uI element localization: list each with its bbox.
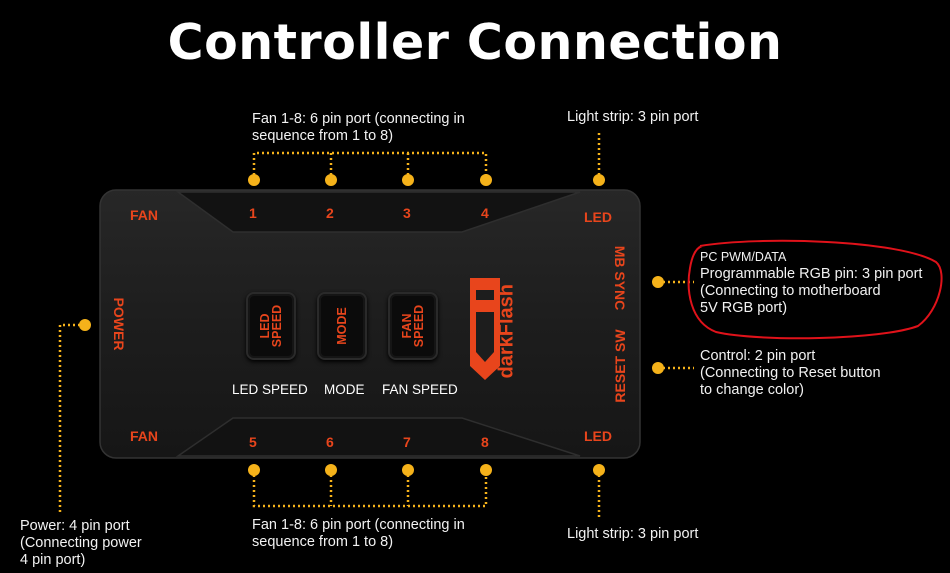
- rgb-line-3: 5V RGB port): [700, 300, 788, 316]
- control-line-2: (Connecting to Reset button: [700, 365, 881, 381]
- dot-fan-2: [325, 174, 337, 186]
- port-2: 2: [326, 205, 334, 221]
- port-1: 1: [249, 205, 257, 221]
- dot-fan-6: [325, 464, 337, 476]
- light-top-annotation: Light strip: 3 pin port: [567, 109, 699, 125]
- power-label: POWER: [111, 297, 127, 351]
- highlight-circle: [687, 239, 943, 340]
- fan-bottom-annotation: Fan 1-8: 6 pin port (connecting in seque…: [252, 517, 465, 551]
- fan-label-top: FAN: [130, 207, 158, 223]
- darkflash-logo-icon: [470, 278, 500, 380]
- light-bottom-annotation: Light strip: 3 pin port: [567, 526, 699, 542]
- fan-bottom-line-2: sequence from 1 to 8): [252, 534, 394, 550]
- dot-reset: [652, 362, 664, 374]
- controller-body: [99, 189, 641, 459]
- port-5: 5: [249, 434, 257, 450]
- dot-led-bottom: [593, 464, 605, 476]
- power-line-1: Power: 4 pin port: [20, 518, 130, 534]
- port-7: 7: [403, 434, 411, 450]
- fan-top-line-1: Fan 1-8: 6 pin port (connecting in: [252, 111, 465, 127]
- led-label-bottom: LED: [584, 428, 612, 444]
- led-label-top: LED: [584, 209, 612, 225]
- bottom-groove: [175, 417, 581, 457]
- rgb-annotation: PC PWM/DATA Programmable RGB pin: 3 pin …: [700, 249, 922, 317]
- mode-button[interactable]: MODE: [317, 292, 367, 360]
- power-line-3: 4 pin port): [20, 552, 86, 568]
- top-groove: [175, 191, 581, 233]
- dot-fan-5: [248, 464, 260, 476]
- fan-bottom-connector: [252, 470, 488, 508]
- brand-name: darkFlash: [495, 284, 518, 379]
- mode-button-face: MODE: [335, 307, 349, 345]
- dot-fan-7: [402, 464, 414, 476]
- power-annotation: Power: 4 pin port (Connecting power 4 pi…: [20, 518, 142, 569]
- power-connector: [58, 323, 85, 515]
- rgb-line-1: Programmable RGB pin: 3 pin port: [700, 266, 923, 282]
- fan-bottom-line-1: Fan 1-8: 6 pin port (connecting in: [252, 517, 465, 533]
- led-speed-caption: LED SPEED: [232, 382, 308, 397]
- fan-label-bottom: FAN: [130, 428, 158, 444]
- mb-sync-label: MB SYNC: [612, 245, 628, 311]
- port-6: 6: [326, 434, 334, 450]
- mode-caption: MODE: [324, 382, 365, 397]
- fan-top-connector: [252, 151, 488, 180]
- led-speed-button-face: LED SPEED: [258, 304, 284, 348]
- power-line-2: (Connecting power: [20, 535, 142, 551]
- fan-top-annotation: Fan 1-8: 6 pin port (connecting in seque…: [252, 111, 465, 145]
- port-4: 4: [481, 205, 489, 221]
- dot-fan-1: [248, 174, 260, 186]
- dot-power: [79, 319, 91, 331]
- led-speed-button[interactable]: LED SPEED: [246, 292, 296, 360]
- fan-top-line-2: sequence from 1 to 8): [252, 128, 394, 144]
- dot-led-top: [593, 174, 605, 186]
- pc-pwm-title: PC PWM/DATA: [700, 250, 787, 264]
- fan-speed-button-face: FAN SPEED: [400, 304, 426, 348]
- reset-sw-label: RESET SW: [612, 329, 628, 403]
- rgb-line-2: (Connecting to motherboard: [700, 283, 881, 299]
- dot-mb-sync: [652, 276, 664, 288]
- dot-fan-4: [480, 174, 492, 186]
- control-line-3: to change color): [700, 382, 804, 398]
- port-8: 8: [481, 434, 489, 450]
- fan-speed-caption: FAN SPEED: [382, 382, 458, 397]
- dot-fan-8: [480, 464, 492, 476]
- dot-fan-3: [402, 174, 414, 186]
- control-annotation: Control: 2 pin port (Connecting to Reset…: [700, 348, 881, 399]
- page-title: Controller Connection: [167, 14, 783, 71]
- fan-speed-button[interactable]: FAN SPEED: [388, 292, 438, 360]
- port-3: 3: [403, 205, 411, 221]
- control-line-1: Control: 2 pin port: [700, 348, 816, 364]
